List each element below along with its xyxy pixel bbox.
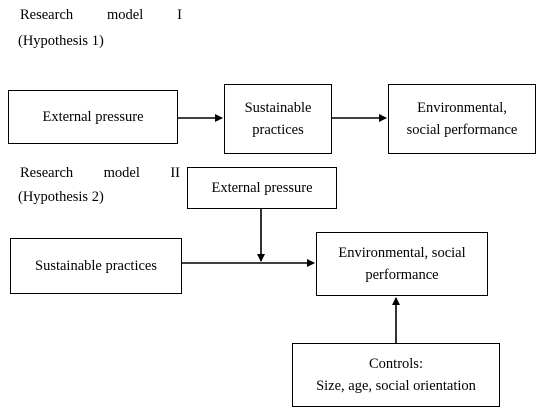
box-text-line: External pressure xyxy=(42,109,144,125)
box-text-line: Environmental, xyxy=(417,100,507,116)
model1-title-word: I xyxy=(177,7,182,23)
m1-performance-box: Environmental, social performance xyxy=(388,84,536,154)
model1-title-word: Research xyxy=(20,7,74,23)
model2-hypothesis: (Hypothesis 2) xyxy=(18,189,104,205)
m1-sustainable-practices-box: Sustainable practices xyxy=(224,84,332,154)
box-text-line: External pressure xyxy=(211,180,313,196)
box-text-line: Environmental, social xyxy=(338,245,466,261)
model2-title: Research model II xyxy=(20,162,180,184)
m2-sustainable-practices-box: Sustainable practices xyxy=(10,238,182,294)
box-text-line: Sustainable xyxy=(244,100,312,116)
m2-performance-box: Environmental, social performance xyxy=(316,232,488,296)
box-text-line: practices xyxy=(252,122,304,138)
box-text-line: Controls: xyxy=(369,356,423,372)
model1-title-word: model xyxy=(107,7,144,23)
box-text-line: social performance xyxy=(406,122,518,138)
m1-external-pressure-box: External pressure xyxy=(8,90,178,144)
m2-controls-box: Controls: Size, age, social orientation xyxy=(292,343,500,407)
model1-title: Research model I xyxy=(20,4,182,26)
model2-title-word: model xyxy=(103,165,140,181)
model2-title-word: II xyxy=(170,165,180,181)
box-text-line: performance xyxy=(365,267,439,283)
m2-external-pressure-box: External pressure xyxy=(187,167,337,209)
box-text-line: Sustainable practices xyxy=(35,258,157,274)
model1-hypothesis: (Hypothesis 1) xyxy=(18,33,104,49)
model2-title-word: Research xyxy=(20,165,74,181)
box-text-line: Size, age, social orientation xyxy=(316,378,476,394)
